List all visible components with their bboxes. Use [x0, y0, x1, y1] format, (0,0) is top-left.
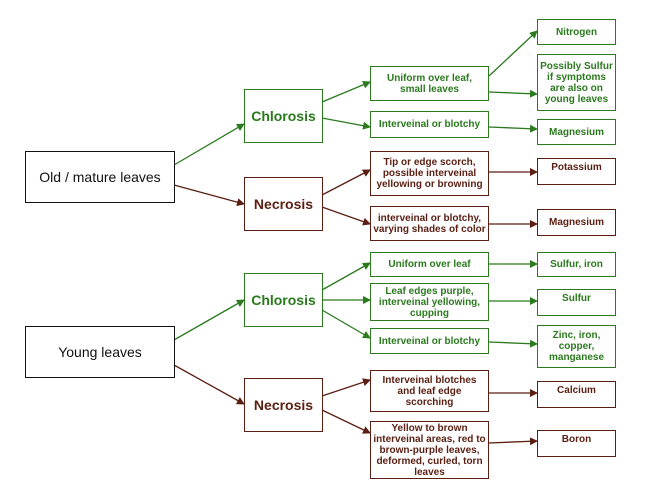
young-chlorosis-uniform-box: Uniform over leaf: [370, 252, 489, 277]
arrow-on-interveinal: [321, 206, 371, 226]
nutrient-possibly-sulfur: Possibly Sulfur if symptoms are also on …: [537, 54, 616, 111]
arrow-yc-uniform: [321, 262, 371, 291]
root-old-label: Old / mature leaves: [39, 169, 161, 185]
young-necrosis-blotches-box: Interveinal blotches and leaf edge scorc…: [370, 370, 489, 412]
nutrient-potassium: Potassium: [537, 158, 616, 185]
old-chlorosis-interveinal-box: Interveinal or blotchy: [370, 111, 489, 138]
nutrient-sulfur: Sulfur: [537, 289, 616, 316]
old-necrosis-interveinal-box: interveinal or blotchy, varying shades o…: [370, 206, 489, 241]
arrow-yellow-boron: [488, 437, 538, 446]
arrow-young-necrosis: [173, 364, 245, 405]
arrow-uniform-sulfur: [488, 89, 538, 98]
old-necrosis-node: Necrosis: [244, 177, 323, 231]
arrow-young-chlorosis: [173, 299, 245, 341]
arrow-old-necrosis: [173, 184, 245, 207]
arrow-yn-yellow: [321, 409, 371, 434]
arrow-interveinal-magnesium: [488, 124, 538, 133]
arrow-interveinal-zinc: [488, 339, 538, 348]
old-chlorosis-node: Chlorosis: [244, 89, 323, 143]
nutrient-boron: Boron: [537, 430, 616, 457]
young-chlorosis-interveinal-box: Interveinal or blotchy: [370, 328, 489, 354]
young-chlorosis-node: Chlorosis: [244, 273, 323, 327]
nutrient-calcium: Calcium: [537, 381, 616, 408]
young-chlorosis-purple-box: Leaf edges purple, interveinal yellowing…: [370, 283, 489, 321]
nutrient-nitrogen: Nitrogen: [537, 19, 616, 45]
arrow-oc-uniform: [321, 81, 371, 103]
arrow-old-chlorosis: [173, 123, 245, 166]
old-necrosis-tip-box: Tip or edge scorch, possible interveinal…: [370, 151, 489, 196]
root-old-mature-leaves: Old / mature leaves: [25, 151, 175, 203]
arrow-uniform-nitrogen: [488, 30, 538, 77]
young-necrosis-yellow-box: Yellow to brown interveinal areas, red t…: [370, 421, 489, 479]
nutrient-zinc-iron: Zinc, iron, copper, manganese: [537, 325, 616, 368]
young-necrosis-node: Necrosis: [244, 378, 323, 432]
nutrient-sulfur-iron: Sulfur, iron: [537, 252, 616, 277]
root-young-label: Young leaves: [58, 344, 142, 360]
nutrient-magnesium-necrosis: Magnesium: [537, 209, 616, 236]
old-chlorosis-uniform-box: Uniform over leaf, small leaves: [370, 66, 489, 101]
arrow-oc-interveinal: [321, 117, 371, 130]
arrow-yc-interveinal: [321, 309, 371, 339]
root-young-leaves: Young leaves: [25, 326, 175, 378]
nutrient-magnesium-chlorosis: Magnesium: [537, 119, 616, 145]
arrow-yn-blotches: [321, 378, 371, 397]
arrow-on-tip: [321, 169, 371, 196]
